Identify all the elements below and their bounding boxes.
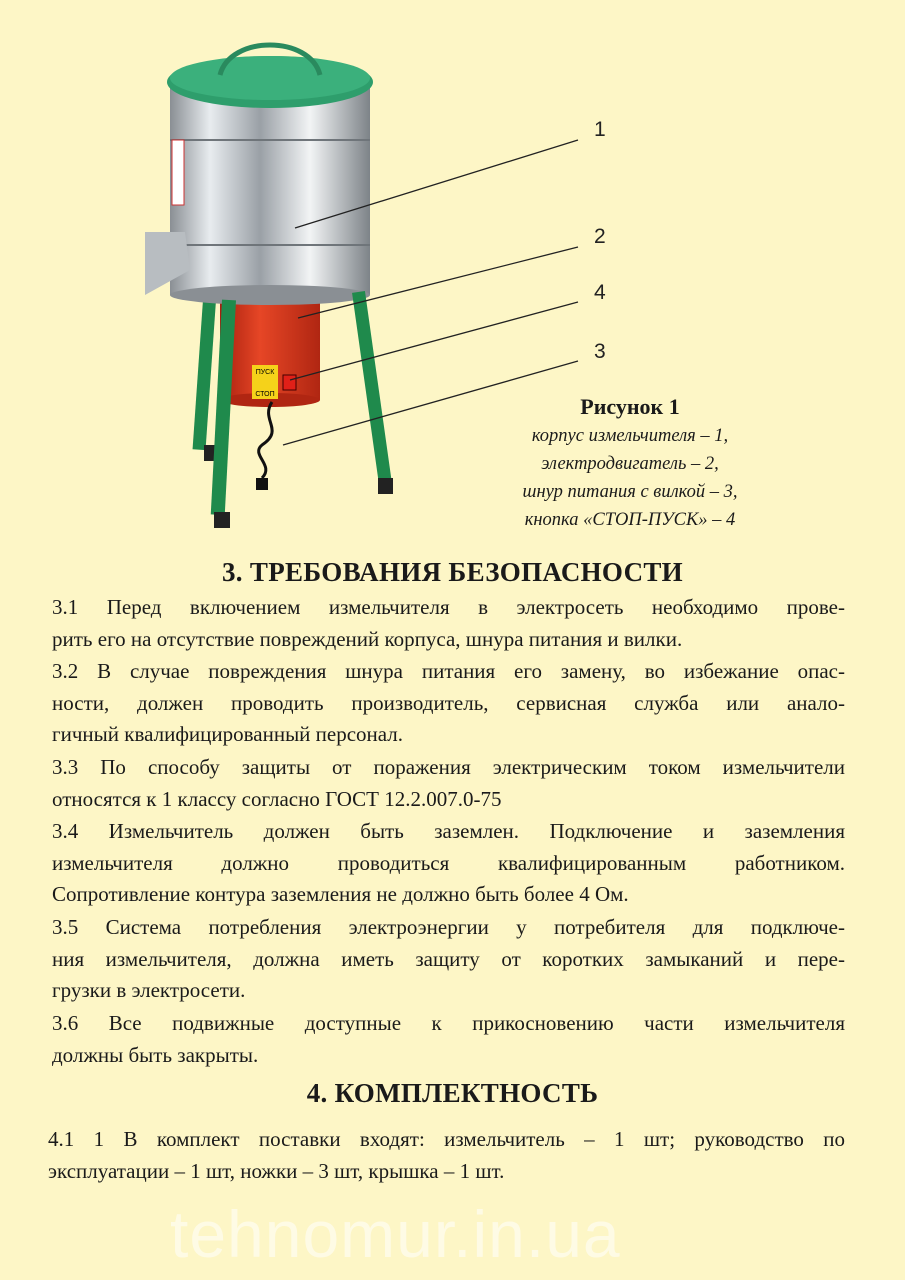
lid-handle — [217, 42, 323, 76]
caption-line: корпус измельчителя – 1, — [531, 426, 729, 446]
stop-label: СТОП — [255, 391, 274, 398]
text-line: гичный квалифицированный персонал. — [52, 722, 404, 746]
text-line: 4.1 1 В комплект поставки входят: измель… — [48, 1127, 845, 1151]
caption-line: шнур питания с вилкой – 3, — [522, 482, 738, 502]
grain-crusher-illustration: ПУСК СТОП — [145, 42, 579, 528]
leg — [192, 299, 216, 451]
paragraph-3-3: 3.3 По способу защиты от поражения элект… — [52, 752, 845, 815]
text-line: ности, должен проводить производитель, с… — [52, 690, 845, 715]
stop-start-label — [252, 365, 278, 399]
leg — [352, 291, 392, 481]
text-line: 3.3 По способу защиты от поражения элект… — [52, 755, 845, 779]
crusher-body — [170, 80, 370, 295]
text-line: Сопротивление контура заземления не долж… — [52, 882, 629, 906]
text-line: ния измельчителя, должна иметь защиту от… — [52, 946, 845, 971]
text-line: эксплуатации – 1 шт, ножки – 3 шт, крышк… — [48, 1158, 505, 1183]
text-line: 3.4 Измельчитель должен быть заземлен. П… — [52, 819, 845, 843]
power-button — [282, 374, 297, 391]
paragraph-3-5: 3.5 Система потребления электроэнергии у… — [52, 912, 845, 1007]
paragraph-3-6: 3.6 Все подвижные доступные к прикоснове… — [52, 1008, 845, 1071]
callout-4: 4 — [594, 281, 606, 304]
paragraph-3-2: 3.2 В случае повреждения шнура питания е… — [52, 656, 845, 751]
section-4-heading: 4. КОМПЛЕКТНОСТЬ — [306, 1078, 599, 1108]
text-line: рить его на отсутствие повреждений корпу… — [52, 626, 683, 651]
section-3-heading: 3. ТРЕБОВАНИЯ БЕЗОПАСНОСТИ — [222, 557, 683, 587]
text-line: относятся к 1 классу согласно ГОСТ 12.2.… — [52, 786, 502, 811]
caption-title: Рисунок 1 — [580, 394, 680, 419]
product-figure: ПУСК СТОП 1 2 4 3 Рисунок 1 корпус измел… — [0, 0, 905, 560]
text-line: должны быть закрыты. — [52, 1042, 259, 1067]
text-line: 3.5 Система потребления электроэнергии у… — [52, 915, 845, 939]
caption-line: кнопка «СТОП-ПУСК» – 4 — [524, 510, 736, 530]
label-sticker — [171, 139, 185, 206]
paragraph-4-1: 4.1 1 В комплект поставки входят: измель… — [48, 1124, 845, 1187]
text-line: измельчителя должно проводиться квалифиц… — [52, 850, 845, 875]
figure-caption: Рисунок 1 корпус измельчителя – 1, элект… — [480, 392, 780, 534]
discharge-chute — [145, 232, 190, 295]
callout-lines — [282, 139, 579, 446]
caption-line: электродвигатель – 2, — [541, 454, 719, 474]
power-cord — [257, 401, 274, 480]
text-line: 3.2 В случае повреждения шнура питания е… — [52, 659, 845, 683]
callout-1: 1 — [594, 118, 606, 141]
callout-3: 3 — [594, 340, 606, 363]
watermark: tehnomur.in.ua — [170, 1197, 621, 1271]
text-line: грузки в электросети. — [52, 978, 246, 1002]
paragraph-3-1: 3.1 Перед включением измельчителя в элек… — [52, 592, 845, 655]
leg — [210, 299, 236, 516]
text-line: 3.1 Перед включением измельчителя в элек… — [52, 595, 845, 619]
text-line: 3.6 Все подвижные доступные к прикоснове… — [52, 1011, 845, 1035]
paragraph-3-4: 3.4 Измельчитель должен быть заземлен. П… — [52, 816, 845, 911]
start-label: ПУСК — [256, 369, 276, 376]
callout-2: 2 — [594, 225, 606, 248]
